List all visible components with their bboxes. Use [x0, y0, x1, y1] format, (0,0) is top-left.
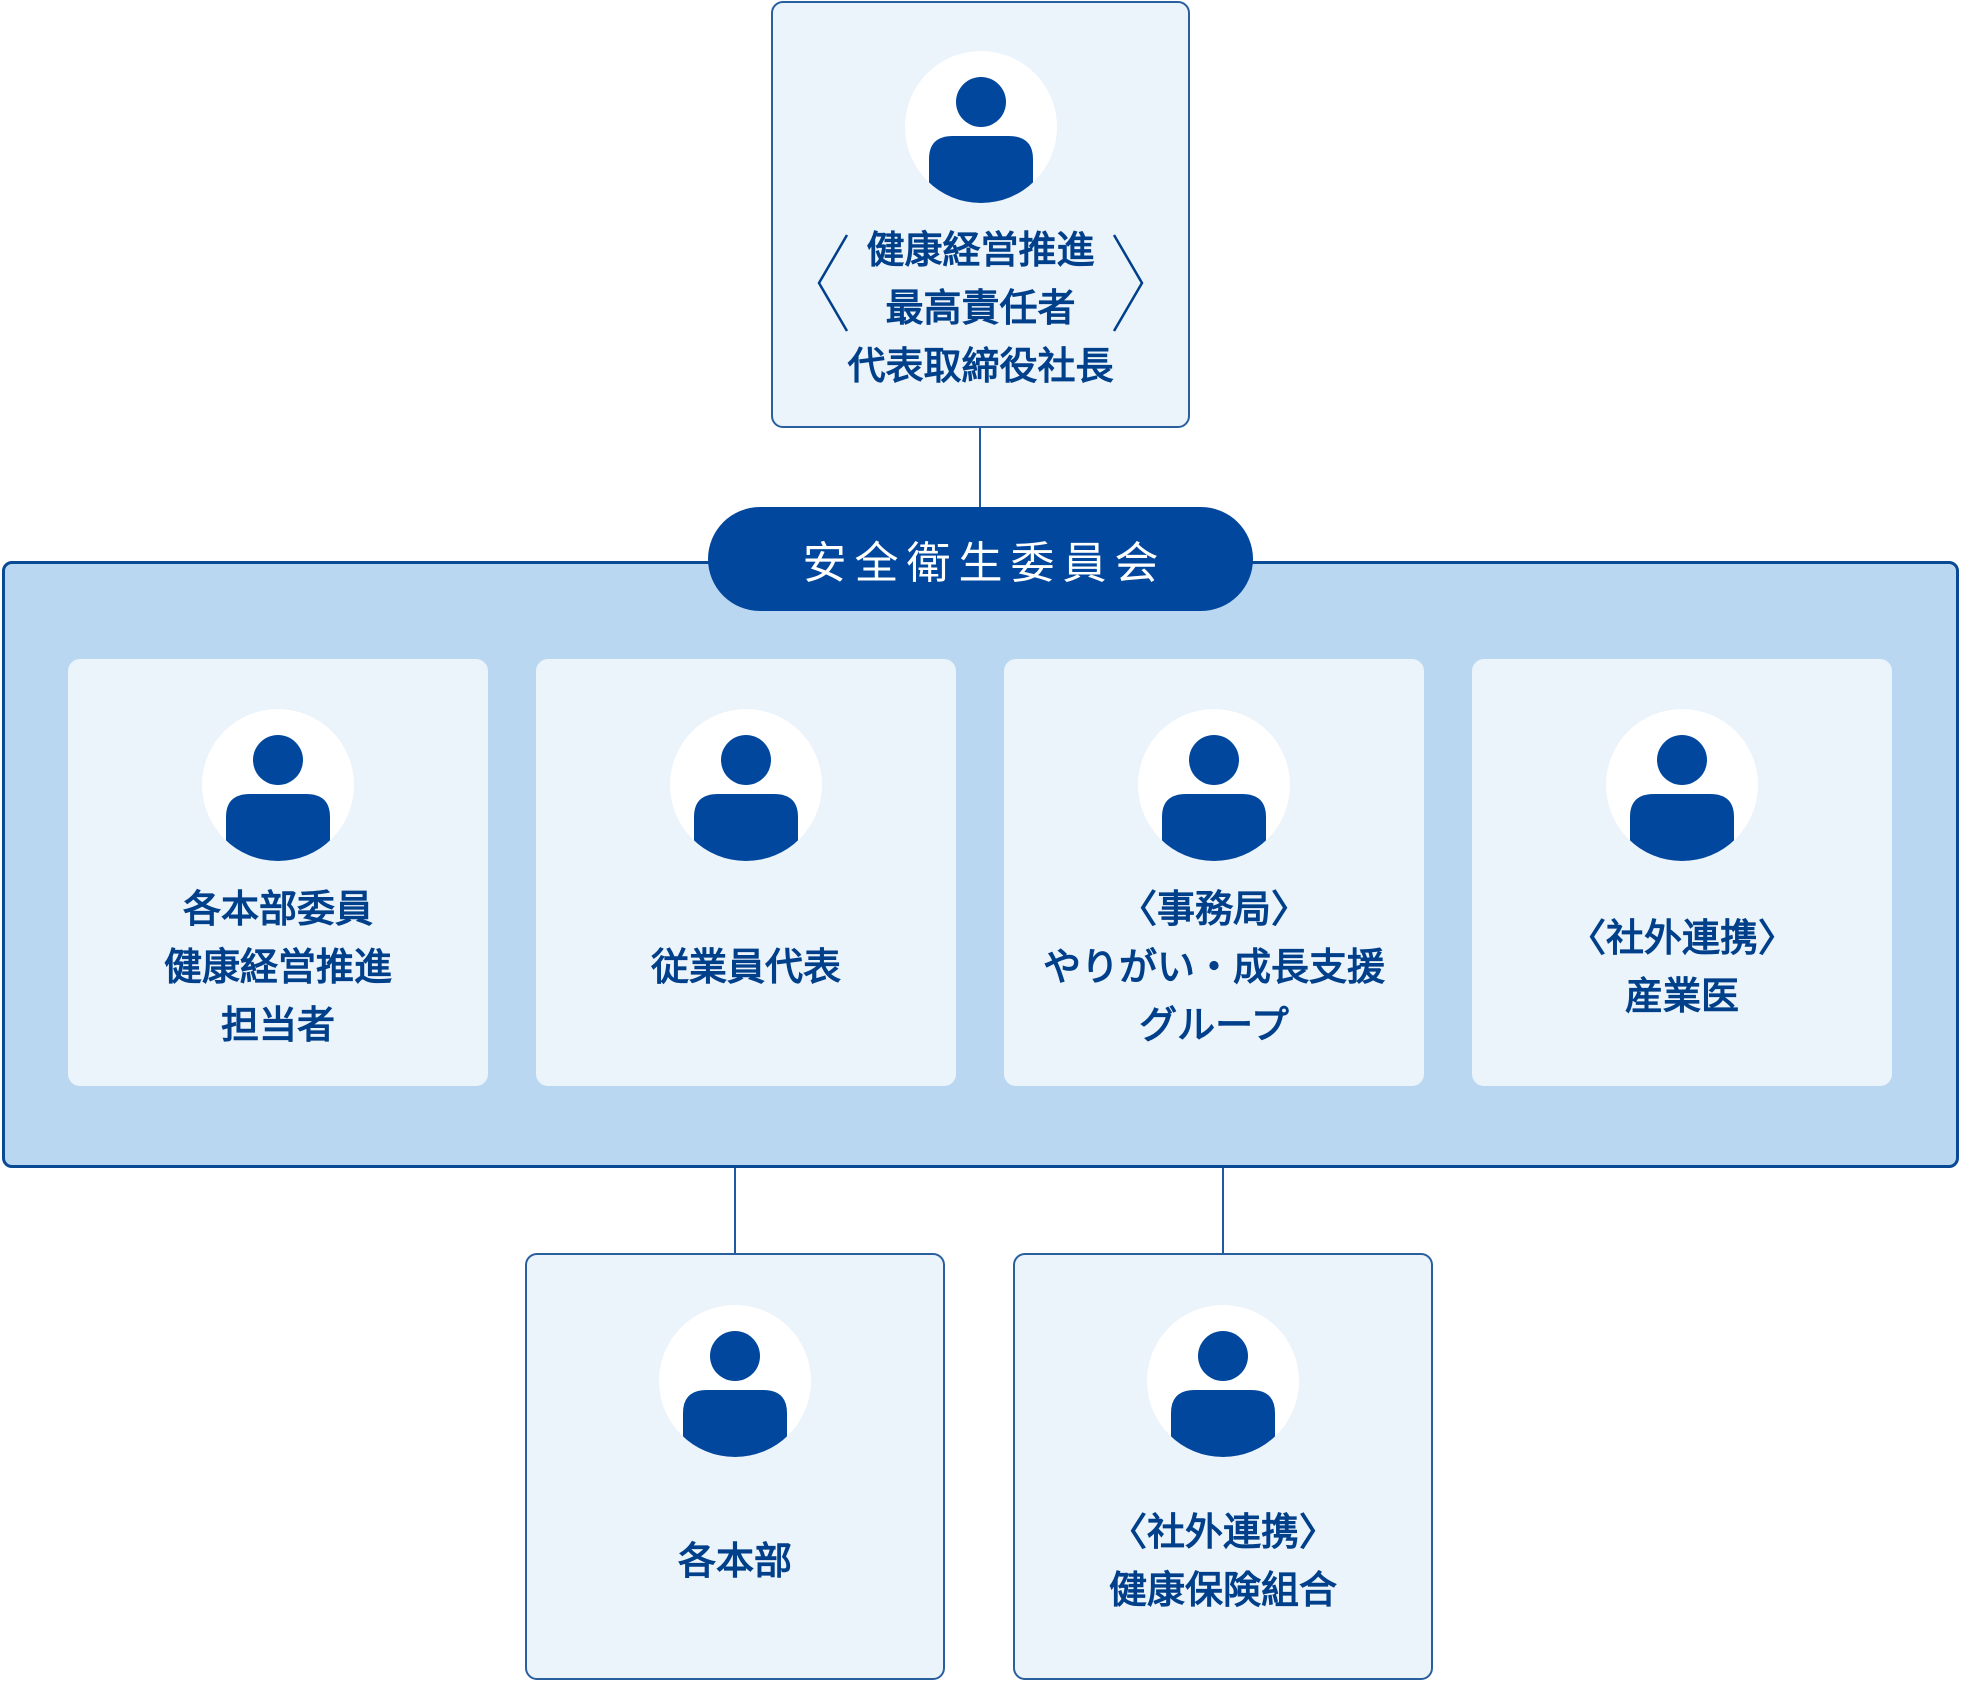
bottom-label-line: 健康保険組合 — [1108, 1567, 1337, 1612]
person-icon — [659, 1305, 811, 1457]
member-label: 〈社外連携〉 産業医 — [1568, 861, 1796, 1072]
member-label-line: 産業医 — [1624, 973, 1739, 1018]
connector-bottom-left — [734, 1168, 736, 1254]
ceo-label-block: 健康経営推進 最高責任者 代表取締役社長 — [773, 203, 1188, 412]
member-label-line: グループ — [1139, 1002, 1289, 1047]
connector-top — [979, 428, 981, 510]
right-bracket-icon — [1112, 233, 1144, 332]
member-label-line: 従業員代表 — [650, 944, 841, 989]
connector-bottom-right — [1222, 1168, 1224, 1254]
bottom-label: 〈社外連携〉 健康保険組合 — [1109, 1457, 1337, 1664]
member-label-line: 〈社外連携〉 — [1567, 915, 1796, 960]
person-icon — [904, 51, 1057, 203]
person-icon — [1606, 709, 1758, 861]
ceo-label-line: 代表取締役社長 — [847, 343, 1114, 388]
person-icon — [1147, 1305, 1299, 1457]
member-label-line: 〈事務局〉 — [1118, 886, 1309, 931]
bottom-card-divisions: 各本部 — [525, 1253, 945, 1680]
ceo-label: 健康経営推進 最高責任者 代表取締役社長 — [847, 203, 1113, 412]
member-label: 従業員代表 — [651, 861, 841, 1072]
ceo-card: 健康経営推進 最高責任者 代表取締役社長 — [771, 1, 1190, 428]
bottom-label: 各本部 — [678, 1457, 792, 1664]
member-card-division-committee: 各本部委員 健康経営推進 担当者 — [68, 659, 488, 1086]
ceo-label-line: 最高責任者 — [885, 285, 1076, 330]
bottom-label-line: 〈社外連携〉 — [1108, 1509, 1337, 1554]
bottom-card-health-insurance: 〈社外連携〉 健康保険組合 — [1013, 1253, 1433, 1680]
person-icon — [202, 709, 354, 861]
member-label-line: 各本部委員 — [182, 886, 373, 931]
ceo-label-line: 健康経営推進 — [866, 227, 1095, 272]
left-bracket-icon — [817, 233, 849, 332]
person-icon — [1138, 709, 1290, 861]
member-label: 各本部委員 健康経営推進 担当者 — [164, 861, 392, 1072]
bottom-label-line: 各本部 — [677, 1538, 792, 1583]
member-label-line: 担当者 — [220, 1002, 335, 1047]
member-card-occupational-physician: 〈社外連携〉 産業医 — [1472, 659, 1892, 1086]
person-icon — [670, 709, 822, 861]
member-card-employee-representative: 従業員代表 — [536, 659, 956, 1086]
member-card-secretariat: 〈事務局〉 やりがい・成長支援 グループ — [1004, 659, 1424, 1086]
member-label-line: 健康経営推進 — [163, 944, 392, 989]
member-label-line: やりがい・成長支援 — [1042, 944, 1385, 989]
member-label: 〈事務局〉 やりがい・成長支援 グループ — [1043, 861, 1385, 1072]
committee-title: 安全衛生委員会 — [708, 507, 1253, 611]
